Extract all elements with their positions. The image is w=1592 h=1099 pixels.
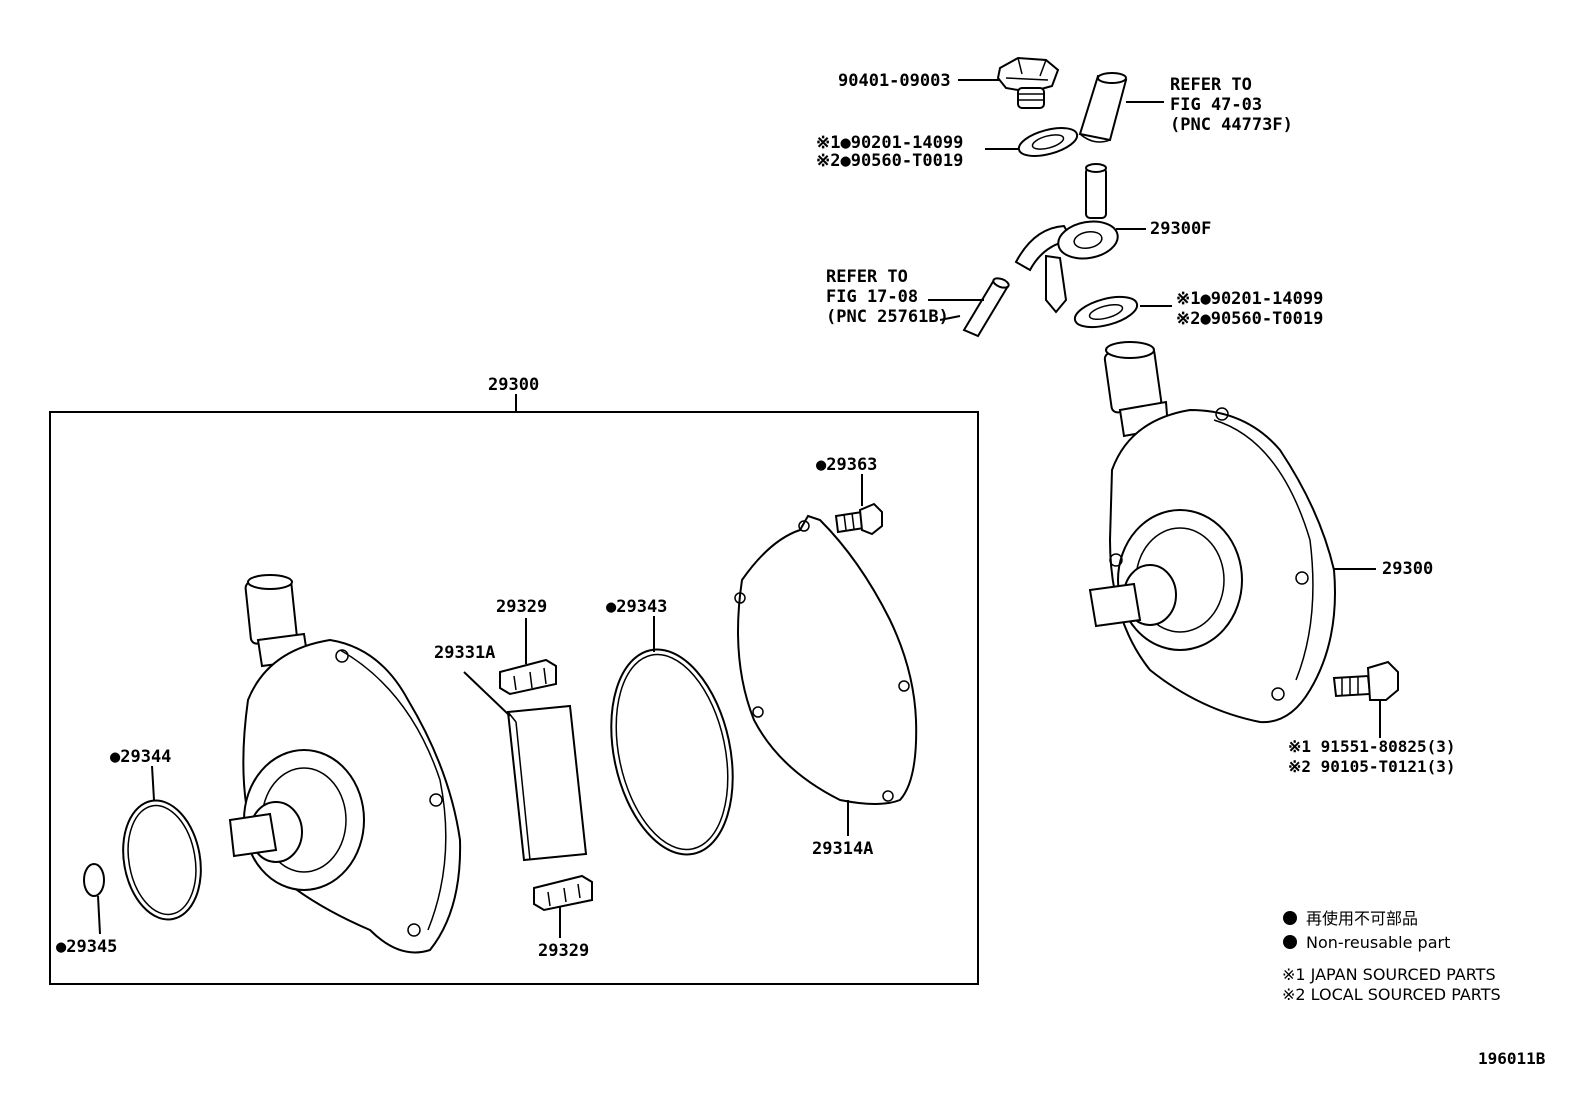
refer-left-line1: REFER TO [826, 267, 908, 287]
label-29363: ●29363 [816, 455, 877, 475]
bolt-29363-icon [834, 502, 883, 536]
bolt-label-2: ※2 90105-T0121(3) [1288, 757, 1456, 776]
washer-top-icon [1017, 127, 1079, 157]
top-washer-label-2: ※2●90560-T0019 [816, 151, 963, 171]
cover-plate-29314A-icon [734, 514, 918, 805]
vane-29331A-icon [506, 704, 588, 862]
refer-left-line3: (PNC 25761B) [826, 307, 949, 327]
label-29345: ●29345 [56, 937, 117, 957]
union-fitting-29300F-icon [1014, 163, 1119, 314]
refer-left-line2: FIG 17-08 [826, 287, 918, 307]
washer-lower-icon [1073, 295, 1139, 329]
lower-washer-label-1: ※1●90201-14099 [1176, 289, 1323, 309]
vacuum-pump-right-icon [1088, 341, 1336, 724]
top-washer-label-1: ※1●90201-14099 [816, 133, 963, 153]
legend-japan-sourced: ※1 JAPAN SOURCED PARTS [1282, 965, 1496, 984]
legend-non-reusable-jp: 再使用不可部品 [1306, 909, 1418, 928]
refer-top-line3: (PNC 44773F) [1170, 115, 1293, 135]
legend-dot-1-icon [1283, 911, 1297, 925]
plug-90401-icon [996, 56, 1060, 109]
figure-id: 196011B [1478, 1049, 1546, 1068]
box-title-29300: 29300 [488, 375, 539, 395]
label-29331A: 29331A [434, 643, 495, 663]
legend-local-sourced: ※2 LOCAL SOURCED PARTS [1282, 985, 1501, 1004]
label-29300-right: 29300 [1382, 559, 1433, 579]
label-29329-bottom: 29329 [538, 941, 589, 961]
oring-29343-icon [610, 648, 734, 856]
bolt-right-icon [1332, 660, 1399, 701]
endcap-29329-top-icon [499, 658, 557, 696]
label-29343: ●29343 [606, 597, 667, 617]
endcap-29329-bottom-icon [533, 874, 593, 912]
bolt-label-1: ※1 91551-80825(3) [1288, 737, 1456, 756]
oring-29345-icon [83, 863, 105, 897]
label-90401-09003: 90401-09003 [838, 71, 951, 91]
label-29329-top: 29329 [496, 597, 547, 617]
label-29344: ●29344 [110, 747, 171, 767]
legend-dot-2-icon [1283, 935, 1297, 949]
legend-non-reusable-en: Non-reusable part [1306, 933, 1450, 952]
oring-29344-icon [122, 799, 202, 921]
vacuum-pump-left-icon [228, 574, 462, 954]
refer-top-line1: REFER TO [1170, 75, 1252, 95]
pipe-left-icon [962, 277, 1010, 338]
label-29300F: 29300F [1150, 219, 1211, 239]
assembly-box [49, 411, 979, 985]
label-29314A: 29314A [812, 839, 873, 859]
refer-top-line2: FIG 47-03 [1170, 95, 1262, 115]
lower-washer-label-2: ※2●90560-T0019 [1176, 309, 1323, 329]
pipe-top-icon [1078, 72, 1128, 143]
